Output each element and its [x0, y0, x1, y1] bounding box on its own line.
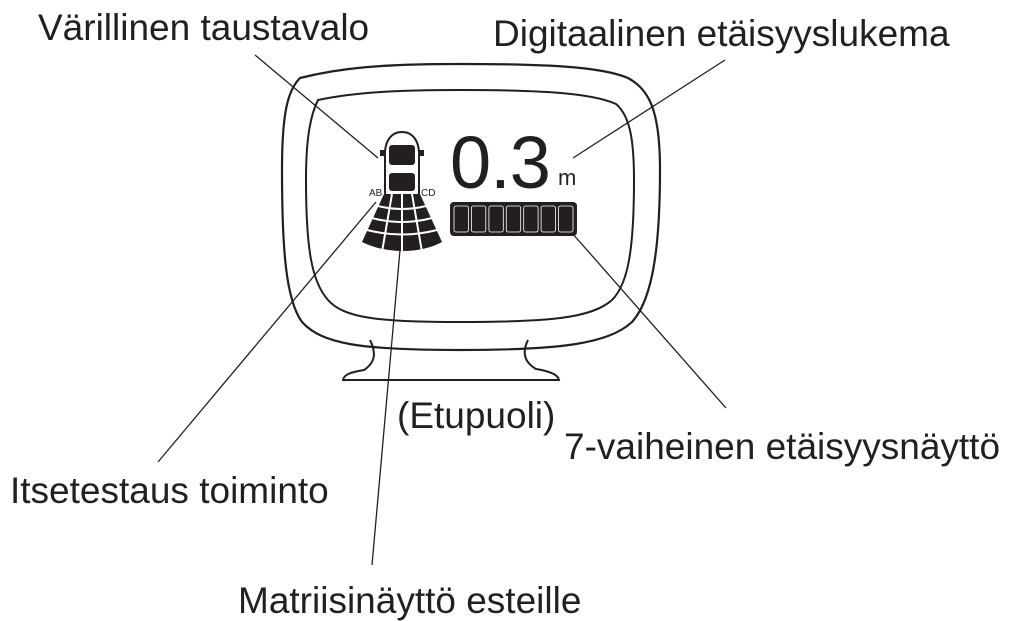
label-self-test: Itsetestaus toiminto: [10, 470, 329, 511]
bar-segment-1: [453, 205, 469, 233]
sensor-left-label: AB: [369, 188, 383, 199]
distance-unit: m: [558, 165, 577, 190]
seven-step-distance-bar: [450, 202, 577, 236]
obstacle-matrix-display: [362, 193, 442, 254]
callout-line-backlight: [254, 54, 379, 159]
bar-segment-5: [523, 205, 539, 233]
bar-segment-6: [540, 205, 556, 233]
monitor-stand: [341, 339, 561, 381]
bar-segment-3: [488, 205, 504, 233]
label-seven-step-display: 7-vaiheinen etäisyysnäyttö: [564, 426, 1001, 467]
callout-line-matrix: [371, 249, 401, 566]
bar-segment-2: [470, 205, 487, 233]
lcd-screen: [304, 88, 636, 324]
label-front-side: (Etupuoli): [397, 395, 556, 436]
car-top-view-icon: [380, 130, 424, 204]
label-digital-distance: Digitaalinen etäisyyslukema: [493, 13, 950, 54]
callout-lines: [157, 54, 727, 566]
callout-line-seven-step: [571, 232, 727, 409]
bar-segment-7: [558, 205, 574, 233]
sensor-right-label: CD: [421, 188, 436, 199]
distance-value: 0.3: [450, 121, 551, 204]
label-colored-backlight: Värillinen taustavalo: [38, 7, 370, 48]
label-matrix-display: Matriisinäyttö esteille: [238, 580, 582, 621]
callout-line-self-test: [157, 201, 377, 463]
monitor-housing-outer: [280, 62, 662, 352]
bar-segment-4: [505, 205, 522, 233]
callout-line-digital: [572, 59, 726, 159]
